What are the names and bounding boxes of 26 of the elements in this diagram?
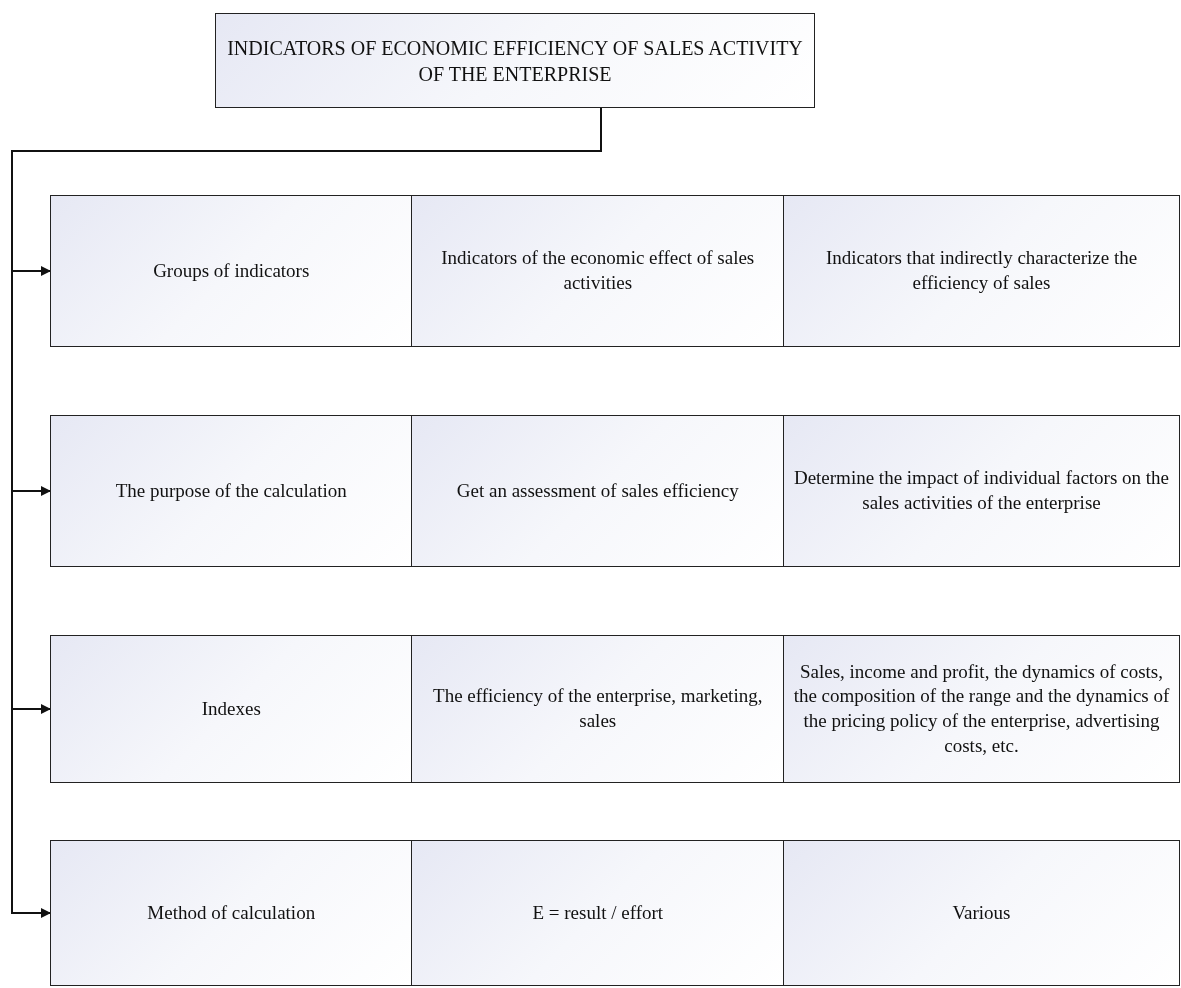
box-text: Various <box>952 900 1011 925</box>
box-text: The purpose of the calculation <box>115 478 347 503</box>
table-cell-box <box>783 415 1180 567</box>
box-text: Groups of indicators <box>153 258 310 283</box>
box-text: The efficiency of the enterprise, marketing, sales <box>432 684 764 733</box>
title-box <box>215 13 815 108</box>
table-cell-box <box>411 195 785 347</box>
box-text: Sales, income and profit, the dynamics of costs, the composition of the range and the dynamics of the pricing policy of the enterprise, advertising costs, etc. <box>792 659 1171 758</box>
table-cell-box <box>50 840 413 986</box>
table-cell-box <box>411 840 785 986</box>
table-cell-box <box>50 635 413 783</box>
table-cell-box <box>411 415 785 567</box>
box-text: INDICATORS OF ECONOMIC EFFICIENCY OF SALES ACTIVITY OF THE ENTERPRISE <box>226 35 804 87</box>
table-cell-box <box>783 635 1180 783</box>
box-text: Determine the impact of individual factors on the sales activities of the enterprise <box>792 466 1171 515</box>
table-cell-box <box>50 415 413 567</box>
table-cell-box <box>783 195 1180 347</box>
box-text: Indexes <box>201 696 261 721</box>
table-cell-box <box>50 195 413 347</box>
table-cell-box <box>411 635 785 783</box>
box-text: E = result / effort <box>532 900 664 925</box>
box-text: Get an assessment of sales efficiency <box>456 478 739 503</box>
box-text: Indicators of the economic effect of sales activities <box>440 246 756 295</box>
table-cell-box <box>783 840 1180 986</box>
box-text: Method of calculation <box>147 900 316 925</box>
box-text: Indicators that indirectly characterize the efficiency of sales <box>824 246 1139 295</box>
